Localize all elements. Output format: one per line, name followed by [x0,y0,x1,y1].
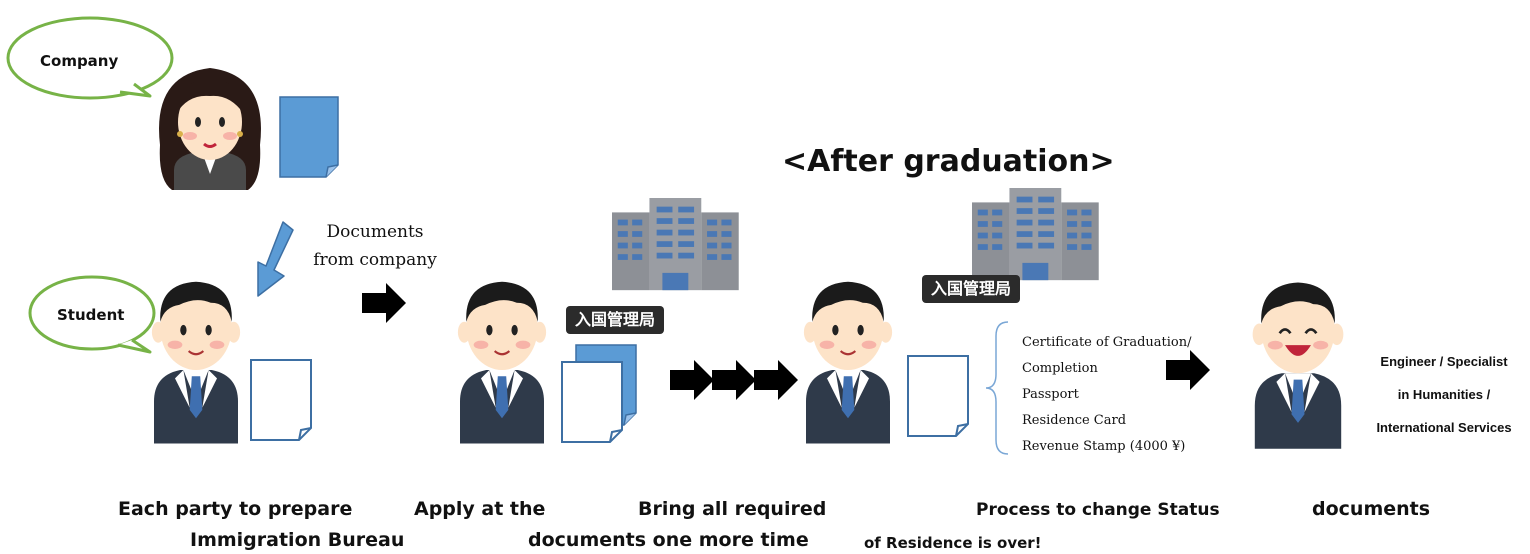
submitted-document-front-icon [561,361,623,443]
happy-person-icon [1251,281,1345,450]
caption-step-4-line-1: Process to change Status [976,500,1220,520]
company-speech-bubble [6,16,174,100]
blank-document-icon-2 [907,355,969,437]
result-status-line: in Humanities / [1397,387,1491,402]
company-document-icon [279,96,339,178]
applicant-person-icon [456,280,548,445]
result-status-line: Engineer / Specialist [1380,354,1508,369]
blank-document-icon-1 [250,359,312,441]
caption-step-5-line-1: documents [1312,498,1431,520]
company-bubble-label: Company [40,52,119,70]
documents-transfer-arrow-icon [257,221,294,297]
documents-from-company-line-1: Documents [326,222,424,242]
result-status-line: International Services [1376,420,1512,435]
company-person-icon [159,68,261,190]
student-person-icon-1 [150,280,242,445]
required-documents-list: Certificate of Graduation/ Completion Pa… [1022,330,1192,460]
caption-step-2-line-1: Apply at the [414,498,546,520]
documents-brace [985,321,1009,455]
right-arrow-icon-3 [712,360,756,400]
graduate-person-icon [802,280,894,445]
student-bubble-label: Student [57,306,125,324]
caption-step-4-line-2: of Residence is over! [864,534,1042,552]
immigration-sign-label-2: 入国管理局 [930,279,1011,298]
caption-step-3-line-2: documents one more time [528,529,809,551]
page-title: <After graduation> [782,144,1115,179]
required-document-item: Completion [1022,361,1098,376]
required-document-item: Residence Card [1022,413,1127,428]
result-status-label: Engineer / Specialist in Humanities / In… [1356,345,1530,444]
right-arrow-icon-4 [754,360,798,400]
required-document-item: Certificate of Graduation/ [1022,335,1192,350]
documents-from-company-line-2: from company [313,250,437,270]
right-arrow-icon-2 [670,360,714,400]
required-document-item: Revenue Stamp (4000 ¥) [1022,439,1186,454]
caption-step-3-line-1: Bring all required [638,498,827,520]
immigration-building-icon-1 [612,198,739,291]
caption-step-2-line-2: Immigration Bureau [190,529,405,551]
immigration-building-icon-2 [972,188,1099,281]
documents-from-company-label: Documents from company [300,218,450,274]
immigration-sign-label-1: 入国管理局 [574,310,655,329]
right-arrow-icon-1 [362,283,406,323]
student-speech-bubble [28,275,156,354]
immigration-sign-2 [922,275,1020,303]
required-document-item: Passport [1022,387,1079,402]
caption-step-1: Each party to prepare [118,498,353,520]
immigration-sign-1 [566,306,664,334]
